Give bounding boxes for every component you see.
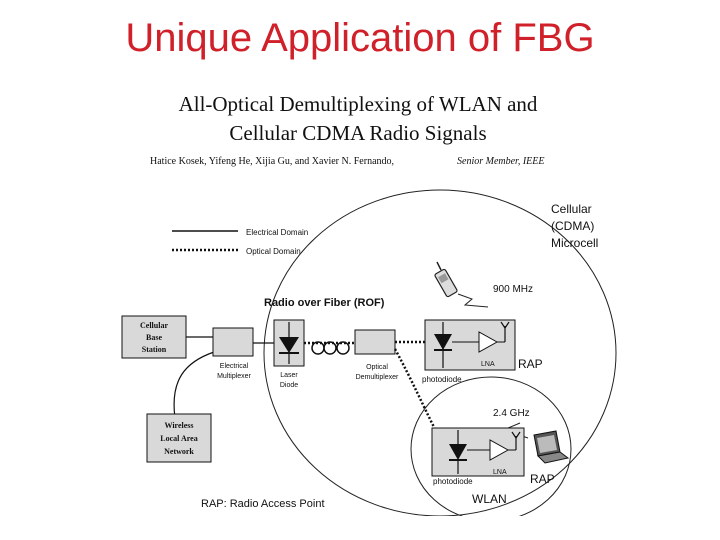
laser-label-line2: Diode bbox=[280, 382, 298, 389]
lna-wlan-amplifier-icon bbox=[489, 439, 510, 461]
rof-label: Radio over Fiber (ROF) bbox=[264, 297, 385, 309]
photodiode-top-label: photodiode bbox=[422, 375, 462, 384]
paper-authors: Hatice Kosek, Yifeng He, Xijia Gu, and X… bbox=[150, 156, 394, 167]
laptop-icon bbox=[533, 430, 570, 464]
rof-diagram: All-Optical Demultiplexing of WLAN and C… bbox=[121, 92, 617, 522]
radio-link-900-icon bbox=[457, 293, 489, 308]
electrical-multiplexer-box bbox=[212, 327, 254, 357]
figure: All-Optical Demultiplexing of WLAN and C… bbox=[118, 86, 618, 522]
rap-bottom-label: RAP bbox=[530, 472, 555, 486]
cellular-base-station-box bbox=[121, 315, 187, 359]
opt-demux-line2: Demultiplexer bbox=[356, 374, 399, 381]
wlan-box-line2: Local Area bbox=[160, 434, 197, 443]
freq-900-label: 900 MHz bbox=[493, 284, 533, 295]
lna-top-label: LNA bbox=[481, 361, 495, 368]
elec-mux-line1: Electrical bbox=[220, 363, 249, 370]
fiber-spool-icon bbox=[311, 341, 350, 355]
legend-electrical-label: Electrical Domain bbox=[246, 228, 308, 237]
paper-author-note: Senior Member, IEEE bbox=[457, 156, 544, 167]
antenna-wlan-icon bbox=[511, 431, 521, 450]
laser-label-line1: Laser bbox=[280, 372, 298, 379]
paper-title-line2: Cellular CDMA Radio Signals bbox=[229, 121, 486, 145]
photodiode-wlan-icon bbox=[449, 430, 467, 474]
base-station-line3: Station bbox=[142, 345, 167, 354]
base-station-line1: Cellular bbox=[140, 321, 168, 330]
photodiode-icon bbox=[434, 322, 452, 368]
legend-optical-label: Optical Domain bbox=[246, 247, 301, 256]
photodiode-bottom-label: photodiode bbox=[433, 477, 473, 486]
cellular-rap-box bbox=[424, 319, 516, 371]
lna-bottom-label: LNA bbox=[493, 469, 507, 476]
elec-mux-line2: Multiplexer bbox=[217, 373, 252, 380]
antenna-icon bbox=[500, 321, 510, 342]
fiber-to-wlan-rap bbox=[393, 348, 439, 434]
laser-diode-icon bbox=[279, 322, 299, 364]
optical-demultiplexer-box bbox=[354, 329, 396, 355]
wlan-cell-label: WLAN bbox=[472, 492, 507, 506]
cellular-label-line2: (CDMA) bbox=[551, 219, 594, 233]
cellular-label-line1: Cellular bbox=[551, 202, 592, 216]
paper-title-line1: All-Optical Demultiplexing of WLAN and bbox=[179, 92, 538, 116]
wlan-rap-box bbox=[431, 427, 525, 477]
cellphone-icon bbox=[434, 261, 458, 298]
cellular-label-line3: Microcell bbox=[551, 236, 598, 250]
wlan-box bbox=[146, 413, 212, 463]
freq-24-label: 2.4 GHz bbox=[493, 408, 530, 419]
wlan-box-line3: Network bbox=[164, 447, 194, 456]
wlan-box-line1: Wireless bbox=[164, 421, 193, 430]
rap-top-label: RAP bbox=[518, 357, 543, 371]
opt-demux-line1: Optical bbox=[366, 364, 388, 371]
wlan-to-mux-wire bbox=[173, 351, 215, 419]
base-station-line2: Base bbox=[146, 333, 162, 342]
lna-amplifier-icon bbox=[478, 331, 499, 353]
rap-definition: RAP: Radio Access Point bbox=[201, 498, 325, 510]
slide-title: Unique Application of FBG bbox=[125, 16, 595, 60]
